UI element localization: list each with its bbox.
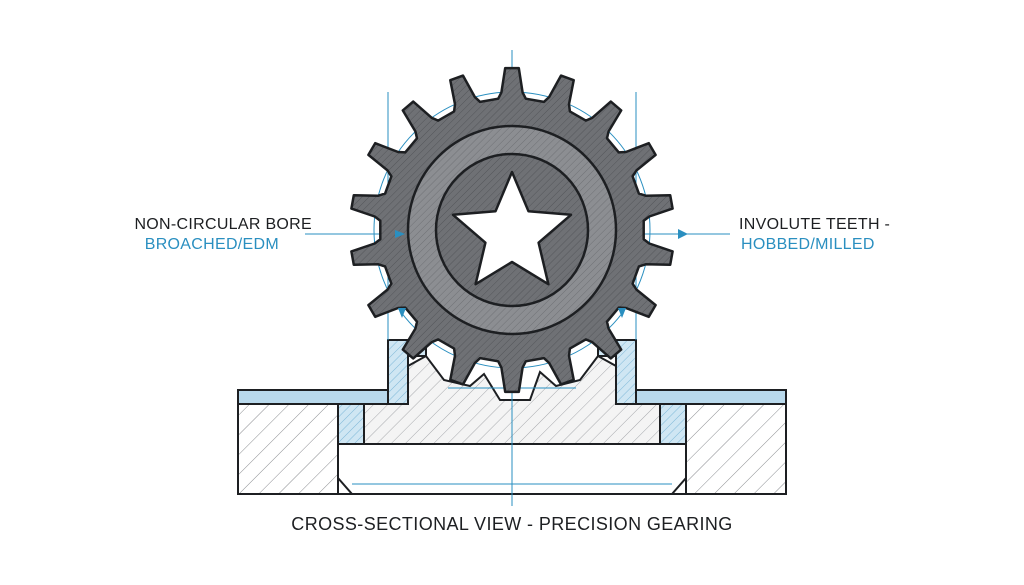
leader-arrows	[395, 229, 688, 318]
arrow-right-icon	[678, 229, 688, 239]
spur-gear	[350, 66, 674, 394]
housing-right-wall	[685, 403, 787, 495]
teeth-label-title: INVOLUTE TEETH -	[739, 216, 891, 233]
bearing-insert-right	[659, 403, 687, 445]
arrow-small-left-icon	[398, 308, 406, 318]
arrow-small-right-icon	[618, 308, 626, 318]
arrow-left-icon	[395, 230, 405, 238]
diagram-caption: CROSS-SECTIONAL VIEW - PRECISION GEARING	[291, 514, 733, 534]
bore-label-subtitle: BROACHED/EDM	[144, 236, 279, 253]
housing-left-wall	[237, 403, 339, 495]
housing-top-plate-right	[615, 339, 787, 405]
star-bore	[451, 170, 573, 286]
bore-label-title: NON-CIRCULAR BORE	[134, 216, 312, 233]
bearing-insert-left	[337, 403, 365, 445]
teeth-label-subtitle: HOBBED/MILLED	[741, 236, 875, 253]
housing-top-plate-left	[237, 339, 409, 405]
